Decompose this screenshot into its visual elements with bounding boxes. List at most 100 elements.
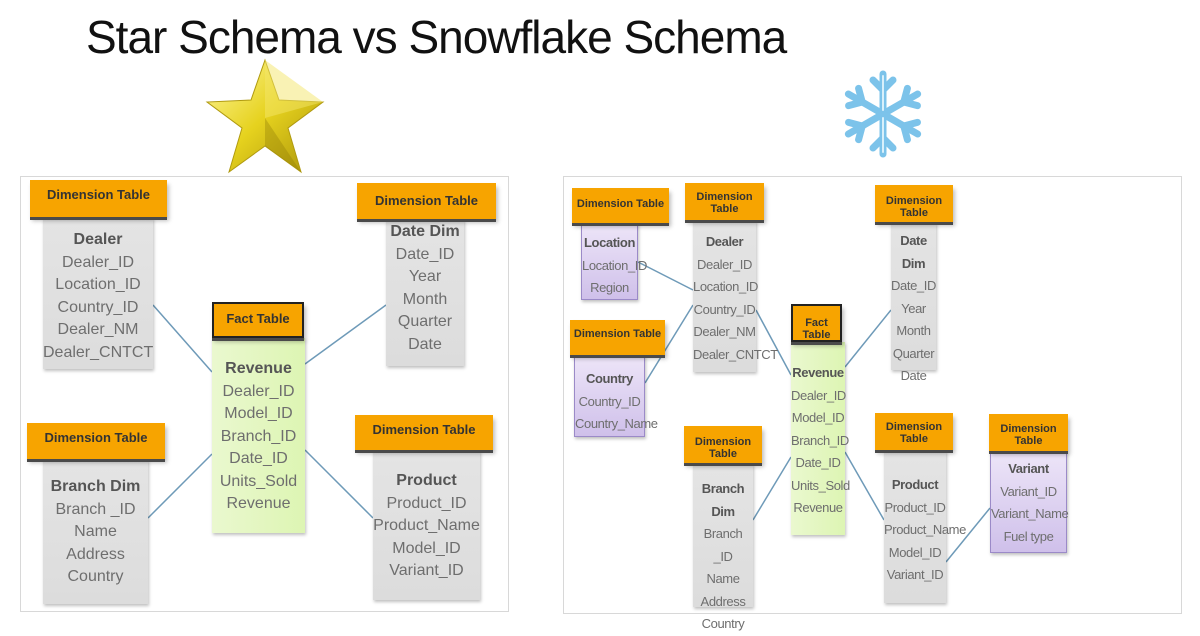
date-dim-table-header: Dimension Table <box>357 183 496 219</box>
table-field: Date <box>900 368 927 383</box>
table-field: Address <box>700 593 746 609</box>
table-field: Quarter <box>892 345 935 361</box>
dealer-table-header: Dimension Table <box>685 183 764 220</box>
table-name: Revenue <box>225 360 292 377</box>
link-dealer-fact <box>755 309 792 376</box>
table-name: Location <box>584 235 635 250</box>
table-field: Location_ID <box>582 257 647 273</box>
table-field: Dealer_CNTCT <box>43 343 154 361</box>
table-field: Model_ID <box>392 539 461 557</box>
branch-dim-table-header: Dimension Table <box>684 426 762 463</box>
table-field: Date_ID <box>795 455 841 470</box>
table-field: Revenue <box>793 500 843 515</box>
table-field: Model_ID <box>791 410 845 425</box>
country-table-header: Dimension Table <box>570 320 665 355</box>
link-fact-date <box>304 304 387 365</box>
table-field: Location_ID <box>693 279 758 294</box>
table-field: Date_ID <box>891 278 936 293</box>
table-field: Product_ID <box>386 494 467 512</box>
location-table-header: Dimension Table <box>572 188 669 223</box>
table-field: Variant_ID <box>1000 483 1057 499</box>
table-name: Country <box>585 371 634 386</box>
fact-table-header: Fact Table <box>212 302 304 338</box>
branch-dim-table-header: Dimension Table <box>27 423 165 459</box>
table-field: Revenue <box>226 495 291 512</box>
star-icon <box>205 58 325 174</box>
table-field: Model_ID <box>224 405 293 422</box>
date-dim-table-header: Dimension Table <box>875 185 953 222</box>
table-field: Name <box>706 571 740 586</box>
table-field: Dealer_NM <box>57 321 139 338</box>
table-field: Name <box>74 523 117 540</box>
table-field: Branch _ID <box>55 500 136 518</box>
table-name: Branch Dim <box>701 481 745 519</box>
table-field: Units_Sold <box>791 477 850 493</box>
table-name: Dealer <box>73 231 123 248</box>
link-branch-fact <box>147 453 213 519</box>
table-field: Variant_Name <box>991 506 1069 521</box>
table-field: Month <box>402 290 448 308</box>
snowflake-schema-panel <box>563 176 1182 614</box>
table-name: Product <box>891 477 939 492</box>
table-field: Country_Name <box>575 416 658 431</box>
table-name: Variant <box>1008 461 1049 476</box>
table-field: Country <box>67 568 124 585</box>
product-table-header: Dimension Table <box>355 415 493 450</box>
table-field: Branch_ID <box>220 427 297 445</box>
table-field: Dealer_ID <box>222 382 295 400</box>
table-field: Dealer_ID <box>697 256 752 272</box>
table-field: Product_ID <box>884 499 946 515</box>
table-field: Date_ID <box>229 450 288 467</box>
link-location-dealer <box>637 261 694 291</box>
table-field: Dealer_CNTCT <box>693 346 778 362</box>
table-field: Location_ID <box>55 276 141 293</box>
table-field: Product_Name <box>373 517 480 534</box>
table-field: Quarter <box>397 313 453 330</box>
table-field: Variant_ID <box>886 567 944 582</box>
table-field: Dealer_ID <box>791 387 846 403</box>
table-name: Dealer <box>705 234 744 249</box>
table-field: Year <box>408 268 442 285</box>
table-field: Dealer_ID <box>61 253 135 271</box>
link-fact-product <box>844 451 885 521</box>
link-fact-date <box>844 309 892 368</box>
table-field: Fuel type <box>1003 528 1054 544</box>
table-field: Address <box>66 545 125 563</box>
table-field: Year <box>901 300 926 316</box>
link-fact-product <box>304 449 374 519</box>
table-field: Dealer_NM <box>693 324 756 339</box>
table-field: Month <box>896 323 931 338</box>
table-field: Country <box>701 616 745 631</box>
table-name: Date Dim <box>900 233 927 271</box>
table-name: Date Dim <box>390 223 460 240</box>
table-field: Product_Name <box>884 522 966 537</box>
table-field: Region <box>590 280 629 295</box>
table-name: Product <box>396 472 457 489</box>
link-dealer-fact <box>152 304 213 373</box>
table-name: Branch Dim <box>50 478 141 495</box>
table-field: Variant_ID <box>389 562 464 579</box>
product-table-header: Dimension Table <box>875 413 953 450</box>
table-field: Branch _ID <box>703 526 743 564</box>
table-field: Country_ID <box>578 393 641 409</box>
table-field: Date <box>408 335 442 353</box>
table-name: Revenue <box>792 365 844 380</box>
link-country-dealer <box>644 304 694 384</box>
table-field: Country_ID <box>57 298 139 316</box>
table-field: Model_ID <box>888 544 942 560</box>
table-field: Country_ID <box>693 301 756 317</box>
fact-table-header: Fact Table <box>791 304 842 342</box>
